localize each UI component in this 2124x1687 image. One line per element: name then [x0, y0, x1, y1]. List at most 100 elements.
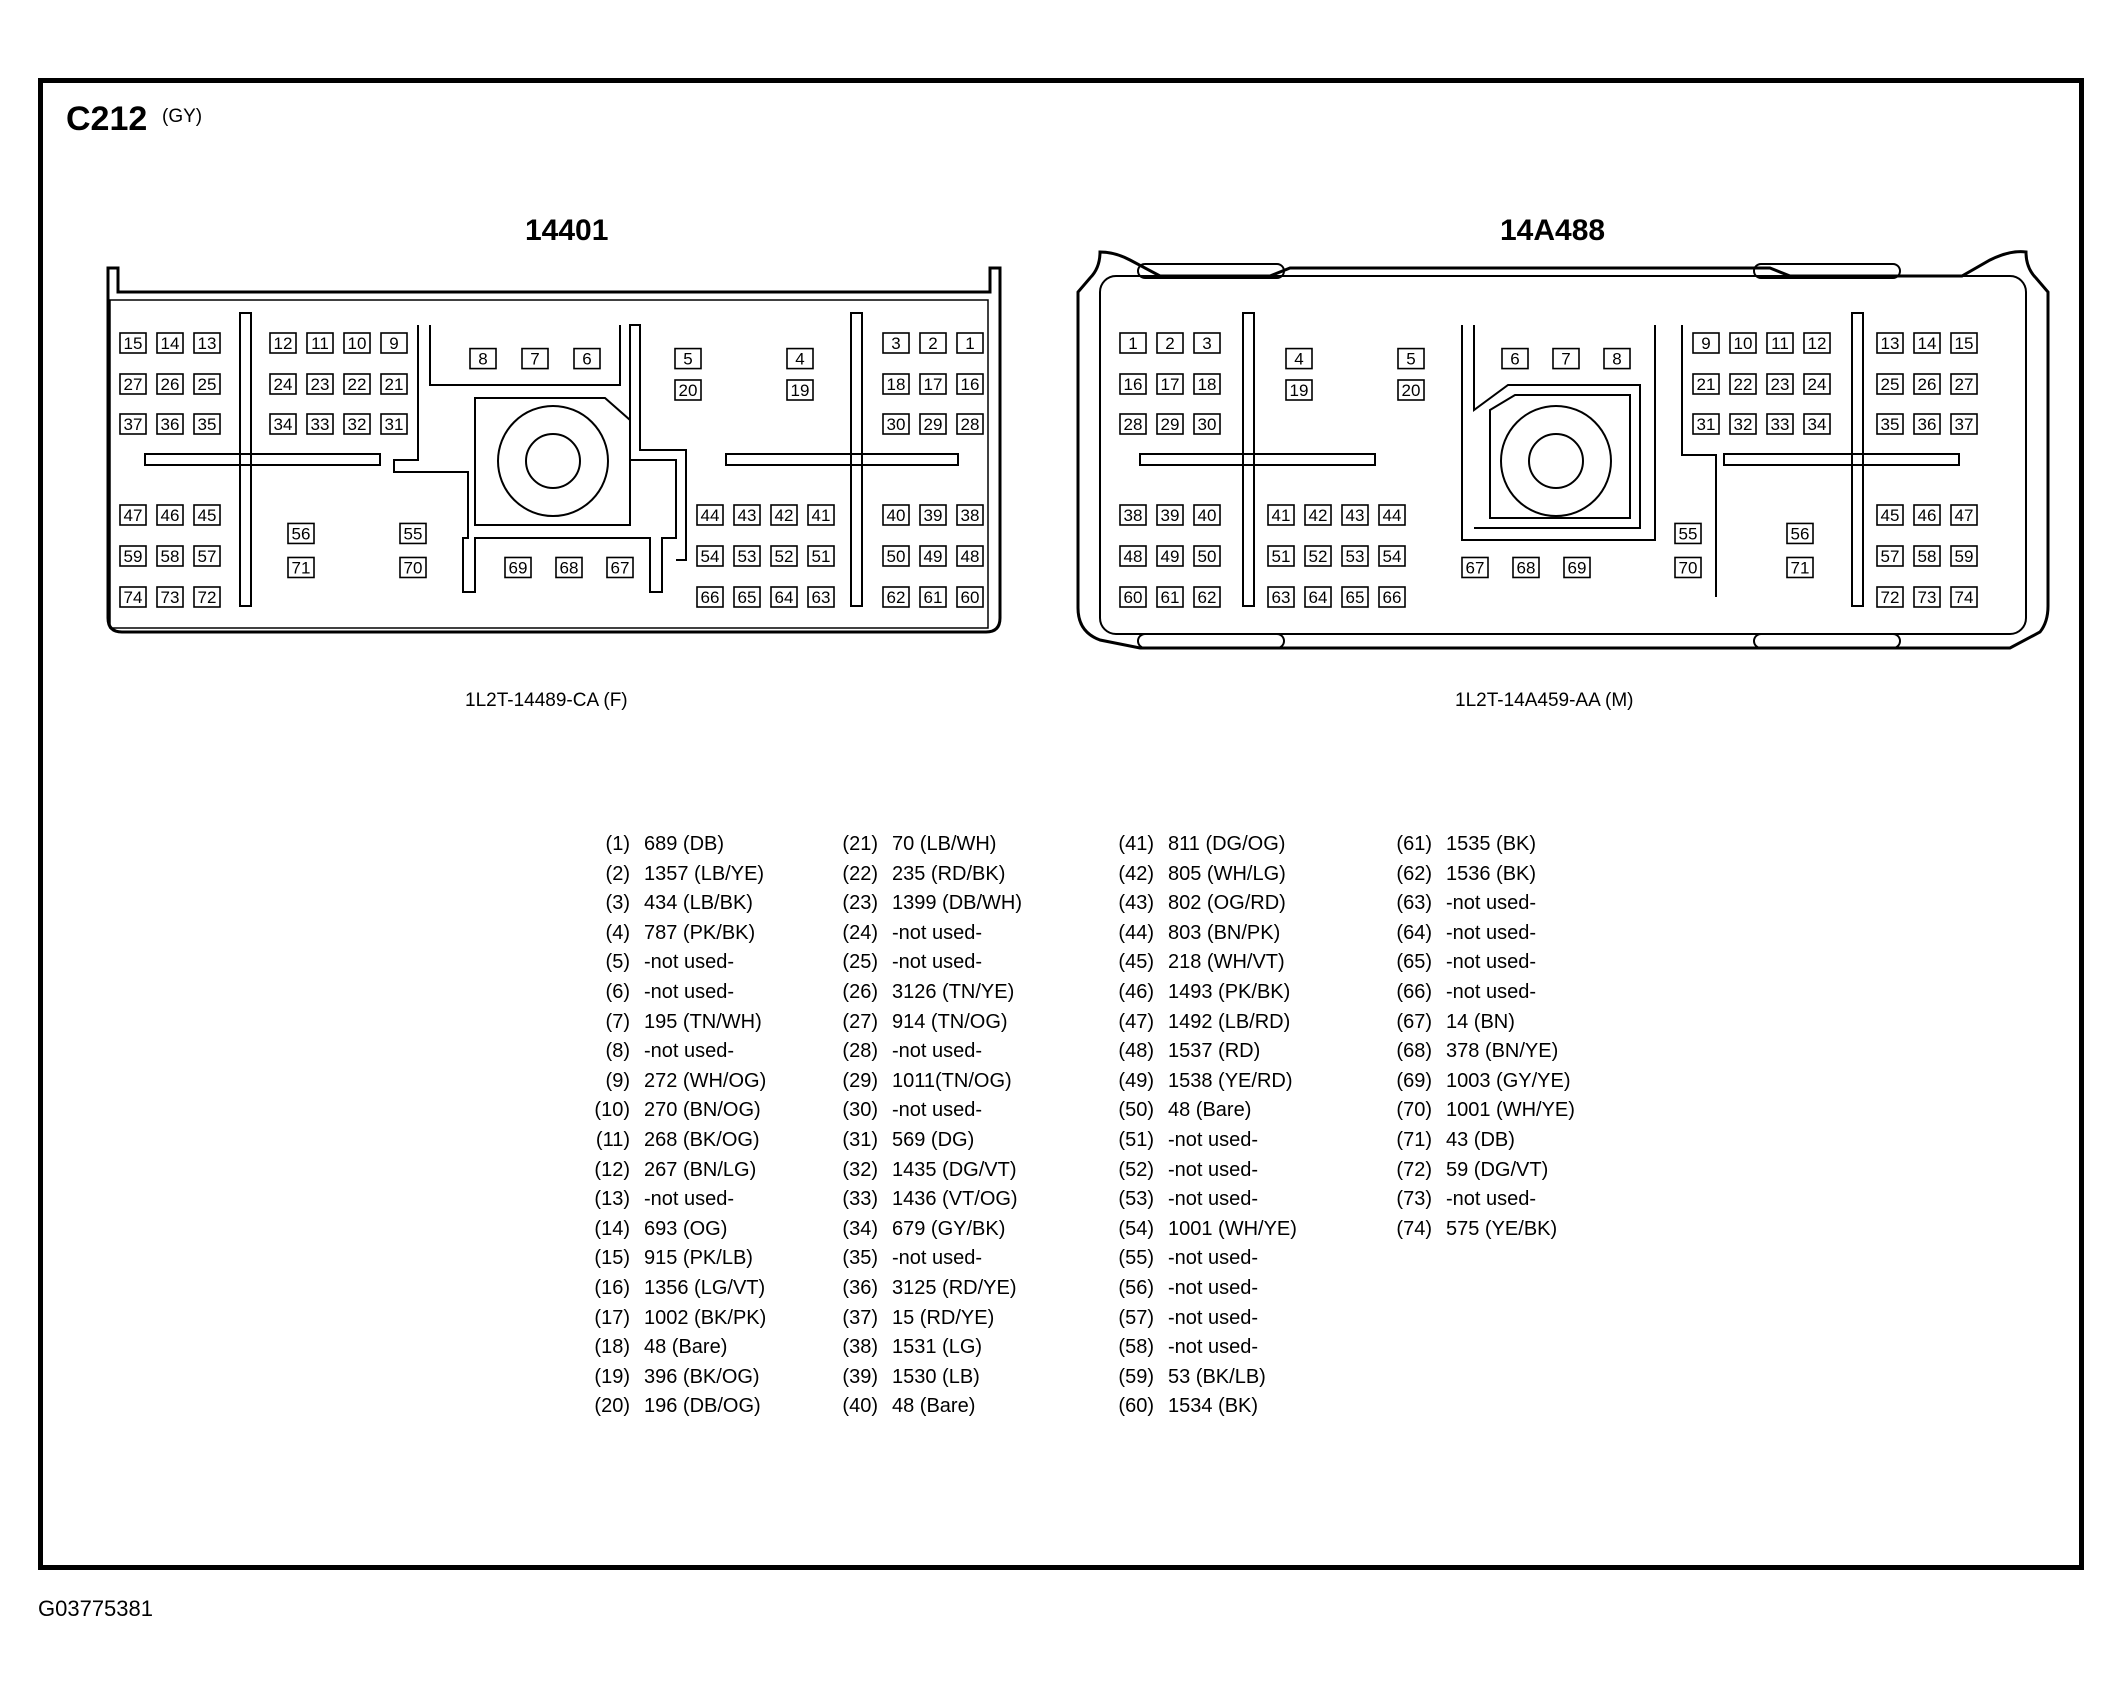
right-pin-40: 40	[1193, 504, 1221, 526]
left-pin-label: 38	[961, 506, 980, 525]
left-pin-60: 60	[956, 586, 984, 608]
pinout-pin-number: (9)	[605, 1069, 630, 1092]
right-pin-box	[1378, 545, 1406, 567]
pinout-row: (44)803 (BN/PK)	[1114, 919, 1374, 949]
left-pin-box	[807, 504, 835, 526]
pinout-circuit: 235 (RD/BK)	[892, 862, 1006, 885]
pinout-pin-number: (45)	[1118, 951, 1154, 974]
right-pin-label: 52	[1309, 547, 1328, 566]
left-pin-box	[696, 545, 724, 567]
pinout-circuit: 396 (BK/OG)	[644, 1365, 760, 1388]
left-pin-label: 52	[775, 547, 794, 566]
left-pin-box	[919, 586, 947, 608]
left-pin-box	[786, 347, 814, 370]
left-pin-box	[956, 332, 984, 354]
right-pin-box	[1378, 586, 1406, 608]
pinout-circuit: -not used-	[1446, 980, 1537, 1003]
pinout-circuit: 1493 (PK/BK)	[1168, 980, 1291, 1003]
left-pin-box	[956, 504, 984, 526]
pinout-column: (41)811 (DG/OG)(42)805 (WH/LG)(43)802 (O…	[1114, 830, 1374, 1422]
right-pin-label: 63	[1272, 588, 1291, 607]
pinout-pin-number: (24)	[842, 921, 878, 944]
left-connector-title: 14401	[525, 214, 609, 247]
left-pin-40: 40	[882, 504, 910, 526]
right-pin-box	[1119, 545, 1147, 567]
left-pin-8: 8	[469, 347, 497, 370]
right-pin-box	[1156, 545, 1184, 567]
left-pin-54: 54	[696, 545, 724, 567]
right-pin-51: 51	[1267, 545, 1295, 567]
left-pin-box	[919, 373, 947, 395]
right-pin-box	[1119, 504, 1147, 526]
pinout-circuit: 914 (TN/OG)	[892, 1010, 1008, 1033]
left-pin-34: 34	[269, 413, 297, 435]
left-pin-box	[807, 545, 835, 567]
left-pin-18: 18	[882, 373, 910, 395]
pinout-pin-number: (28)	[842, 1040, 878, 1063]
right-pin-43: 43	[1341, 504, 1369, 526]
pinout-circuit: -not used-	[644, 980, 735, 1003]
left-pin-23: 23	[306, 373, 334, 395]
right-pin-box	[1267, 504, 1295, 526]
pinout-pin-number: (69)	[1396, 1069, 1432, 1092]
left-pin-box	[269, 413, 297, 435]
pinout-row: (71)43 (DB)	[1392, 1126, 1652, 1156]
left-pin-box	[193, 586, 221, 608]
left-connector-part-number: 1L2T-14489-CA (F)	[465, 690, 628, 711]
pinout-row: (59)53 (BK/LB)	[1114, 1363, 1374, 1393]
left-pin-box	[380, 332, 408, 354]
right-pin-box	[1193, 413, 1221, 435]
left-pin-19: 19	[786, 379, 814, 401]
pinout-column: (1)689 (DB)(2)1357 (LB/YE)(3)434 (LB/BK)…	[590, 830, 850, 1422]
left-pin-box	[919, 332, 947, 354]
pinout-pin-number: (32)	[842, 1158, 878, 1181]
right-pin-64: 64	[1304, 586, 1332, 608]
left-pin-label: 74	[124, 588, 143, 607]
pinout-circuit: 1530 (LB)	[892, 1365, 980, 1388]
pinout-pin-number: (47)	[1118, 1010, 1154, 1033]
left-pin-label: 64	[775, 588, 794, 607]
pinout-pin-number: (49)	[1118, 1069, 1154, 1092]
right-pin-label: 14	[1918, 334, 1937, 353]
pinout-row: (22)235 (RD/BK)	[838, 860, 1098, 890]
left-pin-47: 47	[119, 504, 147, 526]
pinout-pin-number: (61)	[1396, 833, 1432, 855]
pinout-circuit: 1535 (BK)	[1446, 833, 1537, 855]
pinout-pin-number: (42)	[1118, 862, 1154, 885]
pinout-row: (23)1399 (DB/WH)	[838, 889, 1098, 919]
left-pin-20: 20	[674, 379, 702, 401]
left-pin-label: 16	[961, 375, 980, 394]
left-pin-label: 26	[161, 375, 180, 394]
pinout-pin-number: (48)	[1118, 1040, 1154, 1063]
pinout-row: (61) 1535 (BK)	[1392, 830, 1652, 860]
left-pin-label: 33	[311, 415, 330, 434]
right-connector-title: 14A488	[1500, 214, 1606, 247]
right-pin-box	[1913, 545, 1941, 567]
left-pin-label: 19	[791, 381, 810, 400]
left-pin-59: 59	[119, 545, 147, 567]
left-pin-label: 23	[311, 375, 330, 394]
pinout-row: (27)914 (TN/OG)	[838, 1008, 1098, 1038]
right-pin-box	[1156, 504, 1184, 526]
pinout-circuit: 218 (WH/VT)	[1168, 951, 1285, 974]
pinout-circuit: 70 (LB/WH)	[892, 833, 997, 855]
right-pin-23: 23	[1766, 373, 1794, 395]
left-pin-label: 69	[509, 558, 528, 577]
right-pin-box	[1285, 347, 1313, 370]
right-pin-label: 41	[1272, 506, 1291, 525]
pinout-pin-number: (15)	[594, 1247, 630, 1270]
pinout-pin-number: (71)	[1396, 1128, 1432, 1151]
left-pin-label: 8	[478, 350, 487, 369]
left-pin-label: 3	[891, 334, 900, 353]
pinout-pin-number: (74)	[1396, 1217, 1432, 1240]
right-pin-label: 72	[1881, 588, 1900, 607]
right-pin-label: 3	[1202, 334, 1211, 353]
right-pin-74: 74	[1950, 586, 1978, 608]
right-pin-label: 7	[1561, 350, 1570, 369]
pinout-pin-number: (67)	[1396, 1010, 1432, 1033]
pinout-pin-number: (41)	[1118, 833, 1154, 855]
left-pin-label: 30	[887, 415, 906, 434]
right-pin-box	[1193, 545, 1221, 567]
pinout-row: (70)1001 (WH/YE)	[1392, 1096, 1652, 1126]
right-pin-4: 4	[1285, 347, 1313, 370]
